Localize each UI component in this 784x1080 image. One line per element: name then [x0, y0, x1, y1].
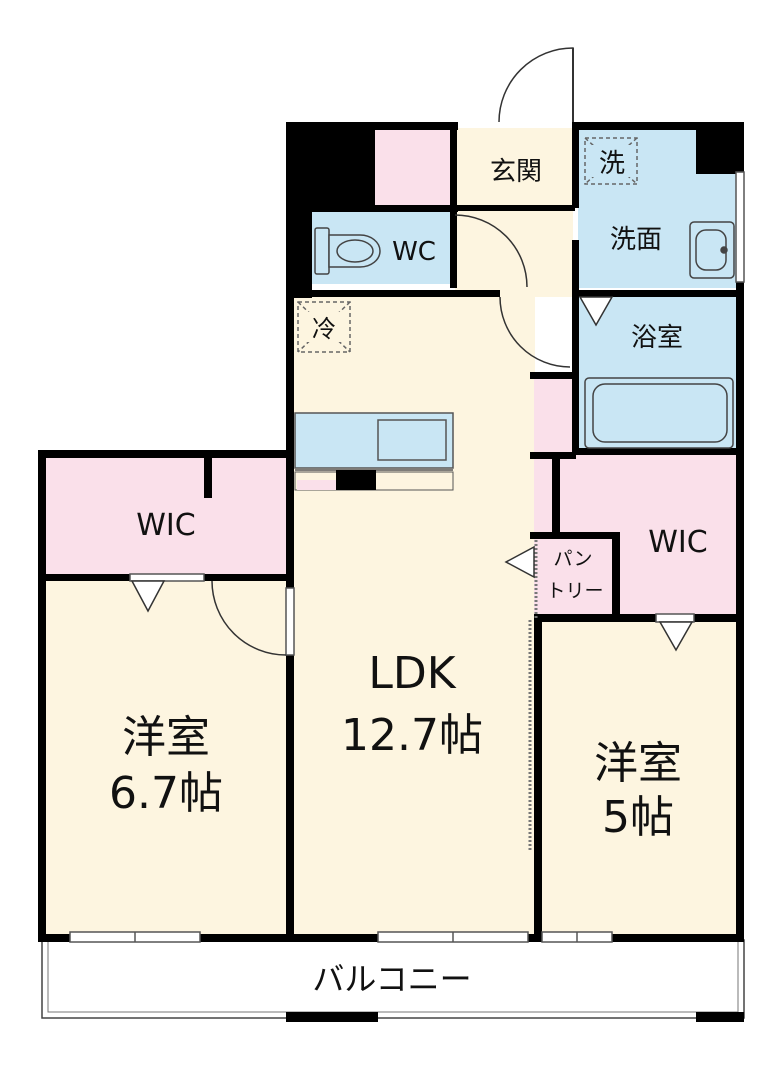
entrance-label: 玄関 — [490, 157, 542, 187]
ldk-name-label: LDK — [368, 648, 456, 699]
balcony-post-right — [696, 1012, 744, 1022]
shoe-storage — [372, 128, 455, 208]
western-left-size-label: 6.7帖 — [109, 768, 223, 819]
washer-label: 洗 — [599, 149, 625, 179]
bathtub-icon — [584, 377, 734, 449]
doors — [211, 47, 574, 656]
balcony-label: バルコニー — [312, 960, 471, 998]
western-right-size-label: 5帖 — [602, 792, 674, 843]
balcony-area — [41, 939, 745, 1019]
western-left-name-label: 洋室 — [122, 712, 210, 763]
western-room-left — [45, 578, 290, 934]
ldk-room — [290, 295, 535, 934]
kitchen-pink — [297, 480, 337, 490]
western-room-right — [538, 620, 743, 934]
entrance-area — [455, 128, 573, 208]
toilet-label: WC — [392, 237, 436, 267]
door-markers — [130, 296, 694, 652]
wic-right-label: WIC — [648, 525, 707, 560]
pantry-label-line1: パン — [554, 548, 593, 570]
sink-icon — [689, 221, 735, 279]
kitchen-sink — [377, 419, 447, 461]
ldk-size-label: 12.7帖 — [341, 710, 483, 761]
wic-left — [45, 458, 290, 578]
ldk-room-upper — [455, 205, 573, 297]
washroom-label: 洗面 — [610, 225, 662, 255]
walls — [38, 122, 744, 942]
bath-label: 浴室 — [631, 323, 683, 353]
wic-left-label: WIC — [136, 508, 195, 543]
pantry-label-line2: トリー — [546, 580, 603, 602]
windows — [69, 171, 745, 943]
western-right-name-label: 洋室 — [594, 738, 682, 789]
fridge-label: 冷 — [312, 315, 336, 343]
toilet-icon — [314, 227, 381, 275]
balcony-post-left — [286, 1012, 378, 1022]
pantry — [534, 535, 614, 617]
